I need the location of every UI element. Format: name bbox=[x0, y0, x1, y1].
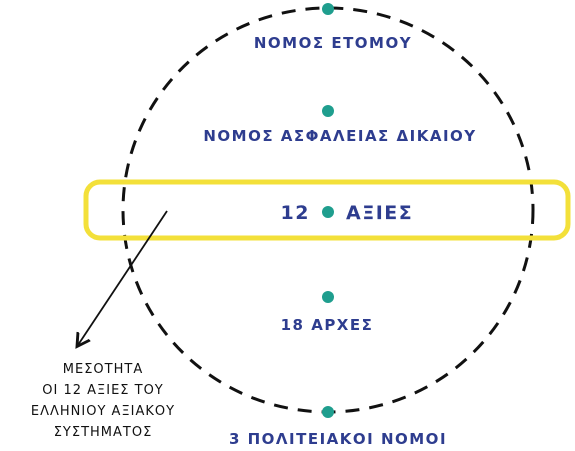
node-dot-justice bbox=[322, 105, 334, 117]
node-label-principles: 18 ΑΡΧΕΣ bbox=[281, 316, 374, 334]
highlight-band bbox=[83, 179, 571, 241]
node-dot-bottom bbox=[322, 406, 334, 418]
node-label-justice: ΝΟΜΟΣ ΑΣΦΑΛΕΙΑΣ ΔΙΚΑΙΟΥ bbox=[203, 127, 476, 145]
annotation-line-1: ΜΕΣΟΤΗΤΑ bbox=[63, 362, 143, 377]
node-dot-principles bbox=[322, 291, 334, 303]
node-label-values-word: ΑΞΙΕΣ bbox=[346, 202, 413, 224]
annotation-line-3: ΕΛΛΗΝΙΟΥ ΑΞΙΑΚΟΥ bbox=[31, 404, 175, 419]
node-label-top: ΝΟΜΟΣ ΕΤΟΜΟΥ bbox=[254, 34, 412, 52]
annotation-line-4: ΣΥΣΤΗΜΑΤΟΣ bbox=[54, 425, 153, 440]
node-dot-top bbox=[322, 3, 334, 15]
node-label-values-number: 12 bbox=[281, 202, 310, 224]
annotation-arrow bbox=[78, 210, 168, 345]
node-dot-values bbox=[322, 206, 334, 218]
node-label-bottom: 3 ΠΟΛΙΤΕΙΑΚΟΙ ΝΟΜΟΙ bbox=[229, 430, 447, 448]
annotation-line-2: ΟΙ 12 ΑΞΙΕΣ ΤΟΥ bbox=[42, 383, 164, 398]
annotation-block: ΜΕΣΟΤΗΤΑ ΟΙ 12 ΑΞΙΕΣ ΤΟΥ ΕΛΛΗΝΙΟΥ ΑΞΙΑΚΟ… bbox=[31, 362, 175, 440]
